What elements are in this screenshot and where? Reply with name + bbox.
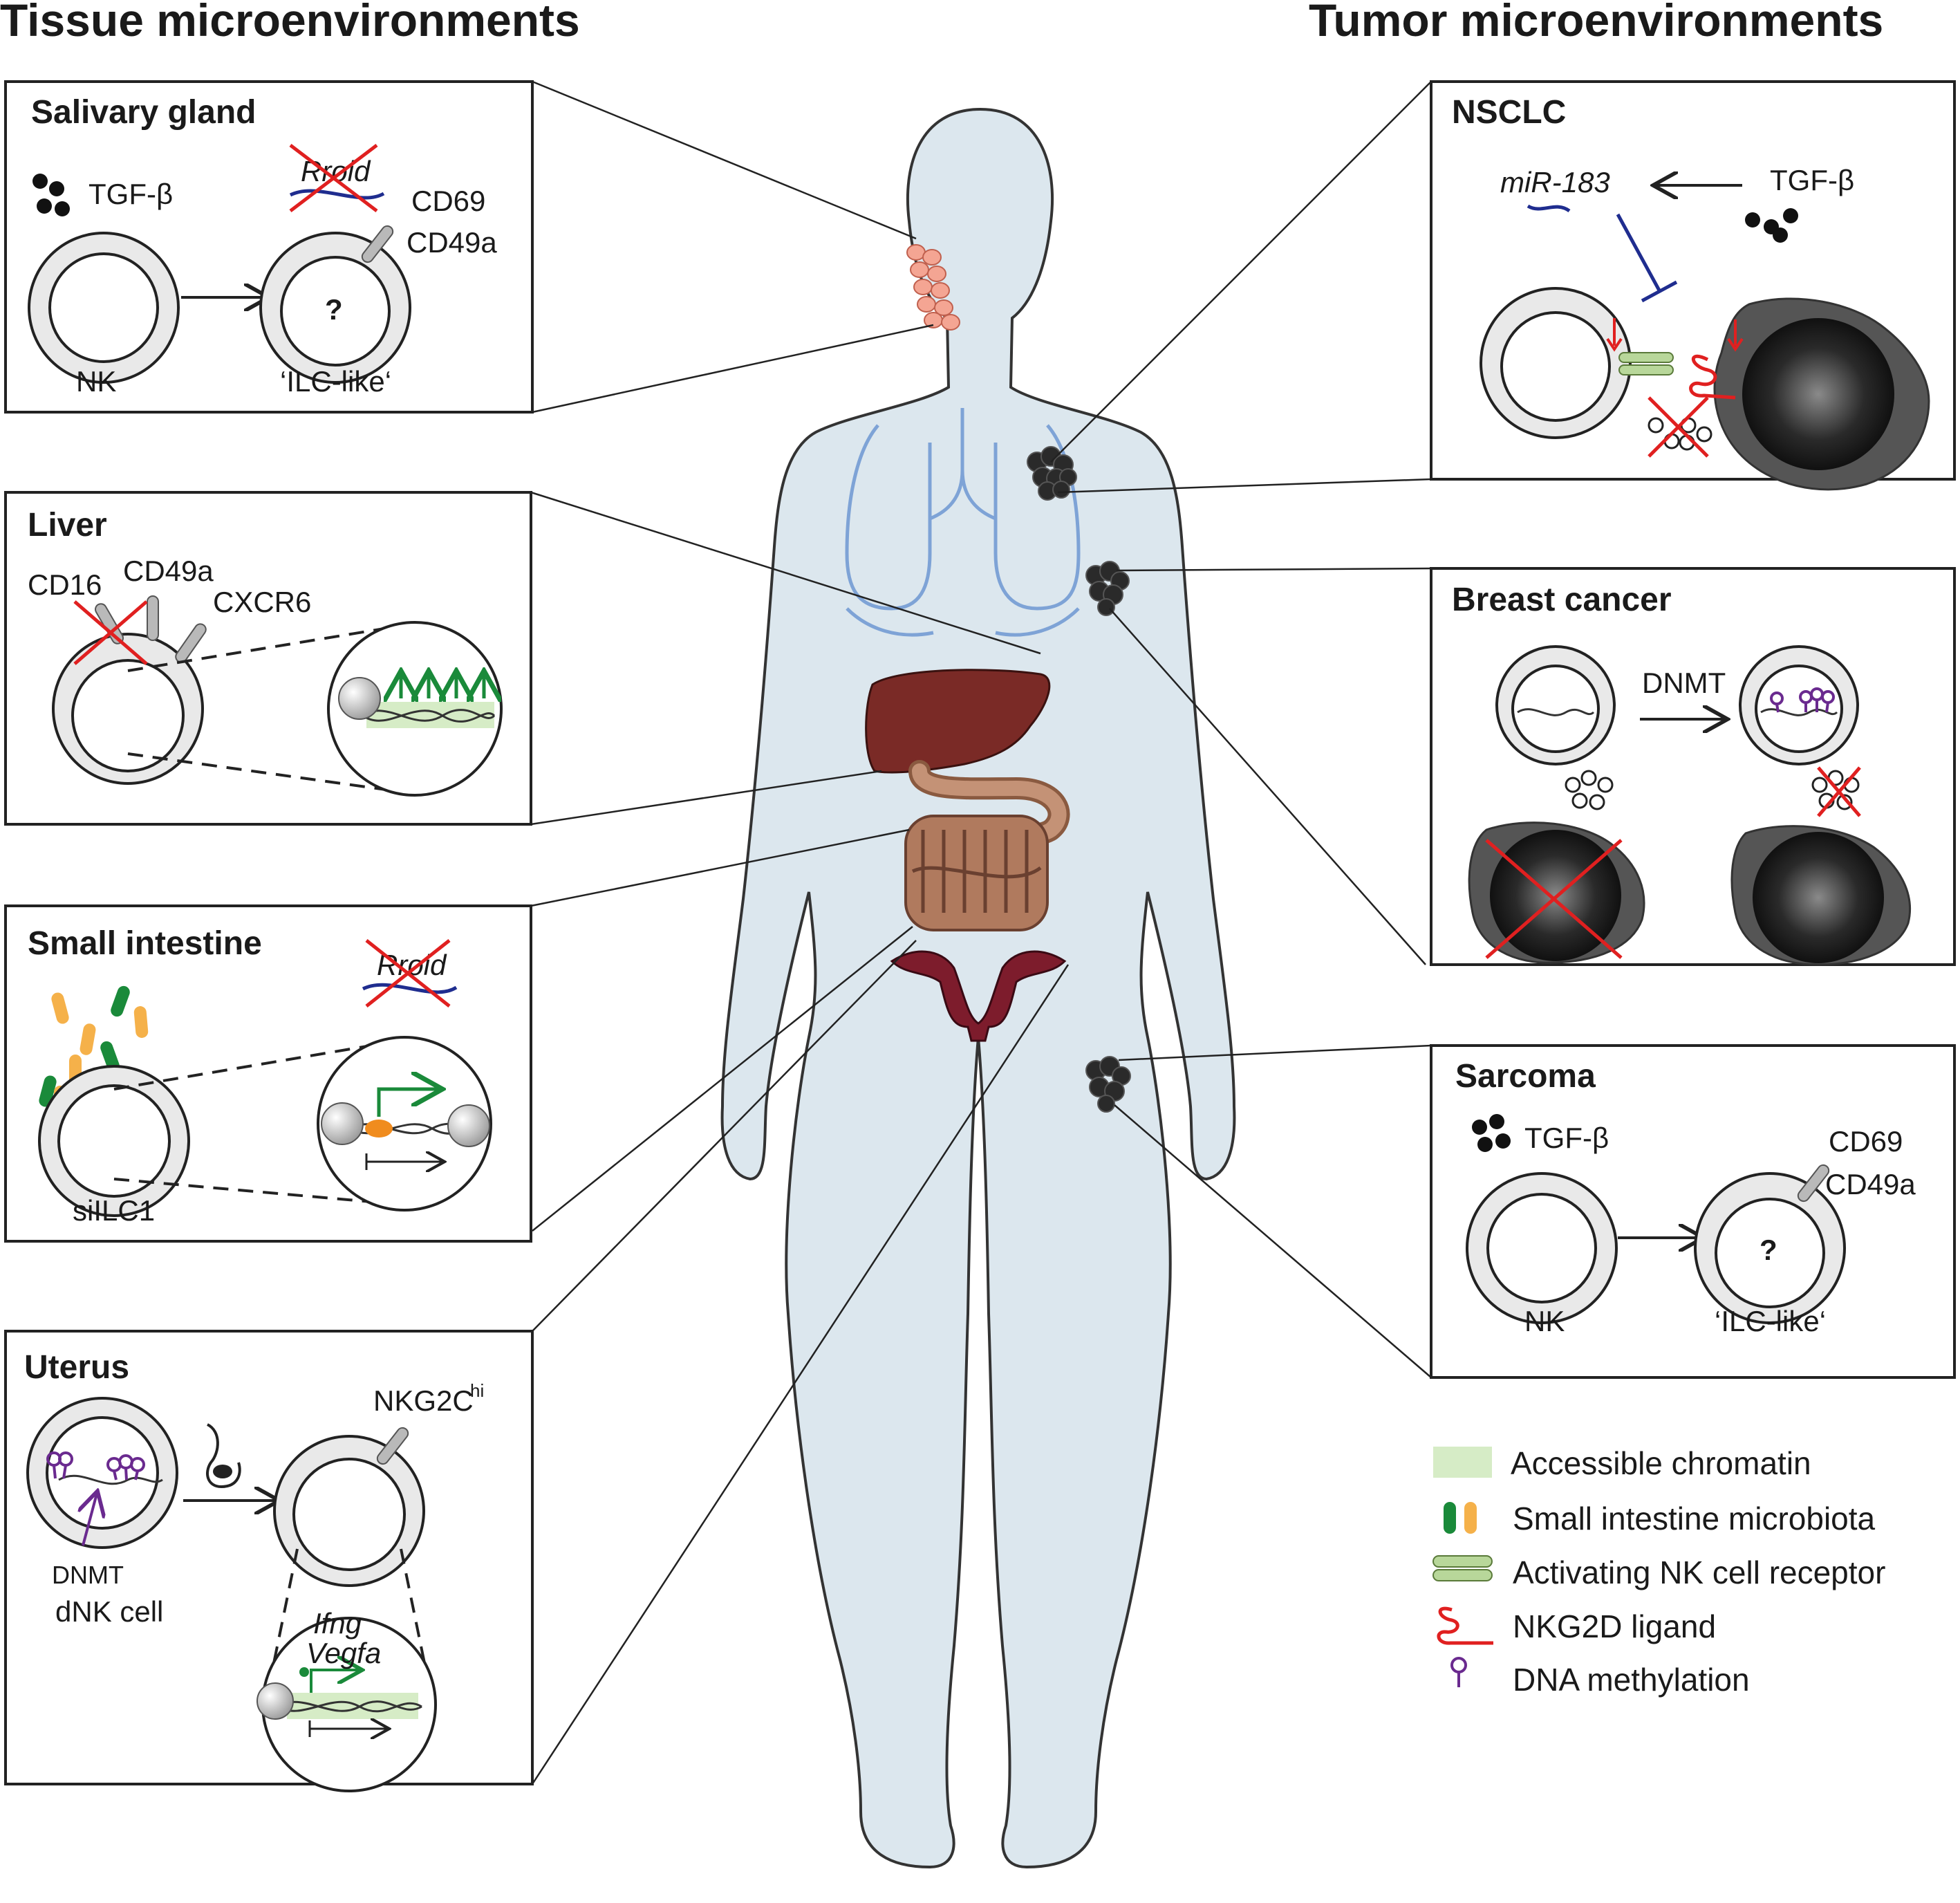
human-body — [720, 107, 1236, 1869]
cd49a-receptor — [147, 595, 159, 641]
nkg2d-ligand — [1689, 354, 1736, 400]
cd49a-label: CD49a — [123, 555, 214, 587]
panel-title: Small intestine — [28, 925, 262, 962]
nucleosome-icon — [338, 677, 381, 720]
connector-lines — [530, 80, 1432, 1785]
granule-icons — [1565, 770, 1614, 810]
tumor-breast — [1085, 561, 1130, 616]
panel-salivary-gland: Salivary gland TGF-β Rroid CD69 CD49a ? … — [4, 80, 534, 414]
nkg2c-receptor — [376, 1427, 409, 1465]
tgf-beta-dots — [1472, 1114, 1511, 1152]
header-tissue: Tissue microenvironments — [0, 0, 580, 46]
nk-label: NK — [76, 365, 116, 398]
nkg2c-superscript: hi — [470, 1380, 484, 1401]
panel-title: Sarcoma — [1455, 1058, 1596, 1095]
tgf-beta-dots — [1745, 208, 1798, 243]
intestine-organ — [904, 760, 1070, 931]
panel-title: NSCLC — [1452, 94, 1566, 131]
transcription-arrow — [377, 1089, 439, 1117]
nkg2c-label: NKG2C — [373, 1384, 474, 1417]
chromatin-swatch — [1433, 1447, 1492, 1478]
rroid-transcript — [289, 189, 385, 200]
siilc1-label: siILC1 — [73, 1194, 155, 1227]
dnmt-arrow — [83, 1494, 97, 1546]
panel-breast-cancer: Breast cancer DNMT — [1430, 567, 1956, 966]
ligand-icon — [1437, 1606, 1493, 1645]
cd16-label: CD16 — [28, 568, 102, 601]
panel-liver: Liver CD16 CD49a CXCR6 — [4, 491, 532, 826]
tgf-beta-label: TGF-β — [1524, 1122, 1609, 1154]
panel-title: Uterus — [24, 1349, 129, 1386]
uterus-organ — [890, 950, 1067, 1042]
legend-label: Small intestine microbiota — [1513, 1501, 1876, 1537]
cd69-receptor — [1797, 1164, 1830, 1203]
dnk-cell-label: dNK cell — [55, 1595, 163, 1628]
cd69-label: CD69 — [411, 185, 485, 217]
cd69-receptor — [361, 225, 394, 263]
inhibition-line — [1616, 213, 1661, 292]
question-mark: ? — [1760, 1234, 1777, 1266]
mir183-transcript — [1527, 204, 1571, 213]
panel-uterus: Uterus DNMT dNK cell NKG2C hi — [4, 1330, 534, 1792]
nucleosome-icon — [256, 1682, 294, 1720]
mir183-label: miR-183 — [1500, 166, 1610, 198]
panel-sarcoma: Sarcoma TGF-β CD69 CD49a ? NK ‘ILC-like‘ — [1430, 1044, 1956, 1379]
tumor-sarcoma — [1085, 1056, 1131, 1113]
chromatin-zoom — [317, 1036, 492, 1212]
tumor-lung — [1027, 446, 1077, 501]
cxcr6-label: CXCR6 — [213, 586, 311, 618]
nk-label: NK — [1524, 1305, 1565, 1337]
down-arrow — [1606, 318, 1623, 352]
tgf-beta-label: TGF-β — [1770, 164, 1854, 196]
ilc-like-label: ‘ILC-like‘ — [280, 365, 391, 398]
legend-label: DNA methylation — [1513, 1662, 1750, 1698]
panel-title: Liver — [28, 507, 107, 544]
activating-receptor — [1618, 352, 1674, 363]
tgf-beta-label: TGF-β — [88, 178, 173, 210]
methylation-icon — [1450, 1657, 1467, 1687]
legend-label: Activating NK cell receptor — [1513, 1554, 1885, 1590]
tgf-beta-dots — [32, 174, 70, 216]
dnmt-label: DNMT — [1642, 667, 1726, 699]
ilc-like-label: ‘ILC-like‘ — [1715, 1305, 1826, 1337]
transcription-factor — [365, 1120, 393, 1138]
question-mark: ? — [325, 293, 343, 326]
panel-title: Salivary gland — [31, 94, 256, 131]
upregulation-arrows — [401, 674, 484, 698]
methylation-icon — [46, 1451, 145, 1480]
ifng-label: Ifng — [313, 1607, 362, 1640]
cd49a-label: CD49a — [407, 226, 497, 259]
cd69-label: CD69 — [1829, 1125, 1903, 1158]
methylation-icon — [1770, 687, 1835, 713]
panel-nsclc: NSCLC miR-183 TGF-β — [1430, 80, 1956, 491]
vegfa-label: Vegfa — [306, 1637, 381, 1669]
nucleosome-icon — [321, 1102, 364, 1145]
dnmt-label: DNMT — [52, 1561, 124, 1589]
cd49a-label: CD49a — [1825, 1168, 1916, 1200]
receptor-icon — [1432, 1555, 1493, 1581]
microbiota-icon — [1444, 1502, 1477, 1534]
liver-organ — [865, 669, 1051, 774]
panel-small-intestine: Small intestine Rroid siILC1 — [4, 904, 532, 1243]
panel-title: Breast cancer — [1452, 582, 1672, 618]
salivary-gland-organ — [906, 244, 960, 331]
legend: Accessible chromatin Small intestine mic… — [1432, 1445, 1885, 1698]
header-tumor: Tumor microenvironments — [1309, 0, 1883, 46]
legend-label: NKG2D ligand — [1513, 1608, 1716, 1644]
legend-label: Accessible chromatin — [1511, 1445, 1811, 1481]
accessible-chromatin — [366, 702, 494, 728]
pregnancy-icon — [206, 1423, 241, 1489]
